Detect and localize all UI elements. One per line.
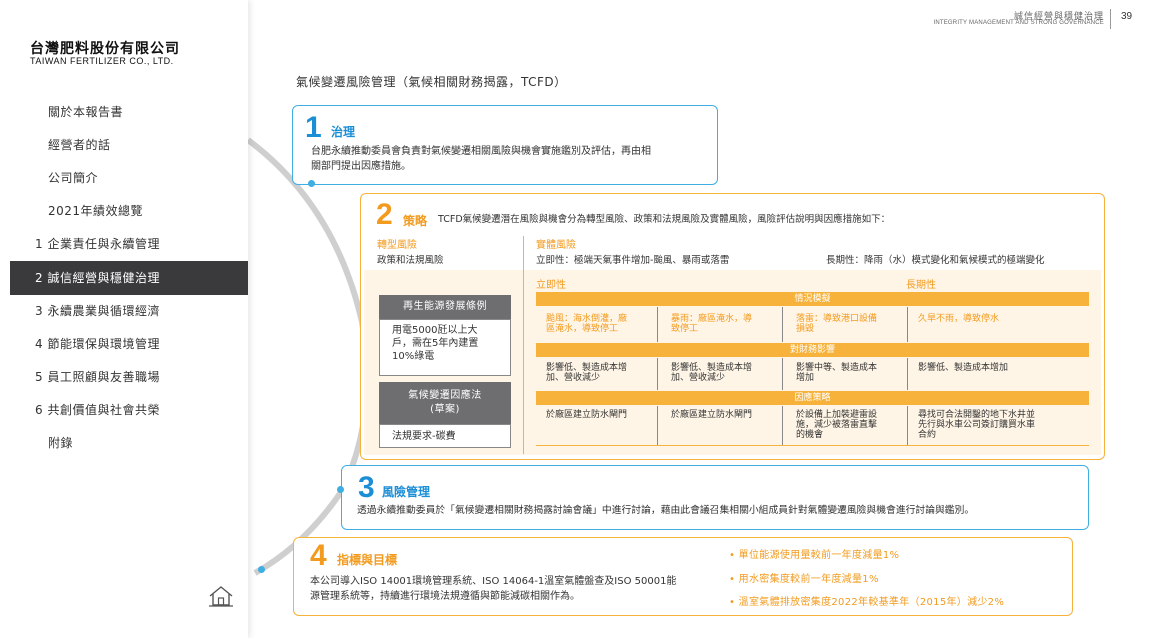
timeline-dot — [258, 566, 265, 573]
table-divider — [782, 406, 783, 445]
impact-lightning: 影響中等、製造成本增加 — [796, 363, 878, 383]
strategy-typhoon: 於廠區建立防水閘門 — [546, 410, 628, 420]
metrics-text-line-1: 本公司導入ISO 14001環境管理系統、ISO 14064-1溫室氣體盤查及I… — [310, 576, 677, 587]
header-section-subtitle: INTEGRITY MANAGEMENT AND STRONG GOVERNAN… — [933, 20, 1104, 26]
target-water: • 用水密集度較前一年度減量1% — [729, 574, 879, 585]
strategy-heavy-rain: 於廠區建立防水閘門 — [671, 410, 753, 420]
scenario-band: 情況模擬 — [536, 292, 1089, 306]
header-section-title: 誠信經營與穩健治理 — [1013, 12, 1104, 22]
scenario-drought: 久旱不雨，導致停水 — [918, 314, 1000, 324]
governance-text-line-2: 關部門提出因應措施。 — [311, 161, 411, 172]
table-divider — [782, 307, 783, 342]
impact-heavy-rain: 影響低、製造成本增加、營收減少 — [671, 363, 753, 383]
strategy-lightning: 於設備上加裝避雷設施，減少被落雷直擊的機會 — [796, 410, 878, 440]
metrics-title: 指標與目標 — [337, 553, 398, 567]
page-number: 39 — [1121, 11, 1133, 22]
page-title: 氣候變遷風險管理（氣候相關財務揭露，TCFD） — [296, 75, 567, 89]
nav-chapter-3[interactable]: 3 永續農業與循環經濟 — [35, 304, 160, 318]
impact-drought: 影響低、製造成本增加 — [918, 363, 1009, 373]
climate-act-body: 法規要求-碳費 — [379, 424, 511, 448]
table-divider — [657, 358, 658, 390]
target-ghg: • 溫室氣體排放密集度2022年較基準年（2015年）減少2% — [729, 597, 1005, 608]
chronic-risk-desc: 長期性：降雨（水）模式變化和氣候模式的極端變化 — [826, 255, 1045, 266]
transition-risk-desc: 政策和法規風險 — [377, 255, 444, 266]
climate-act-title: 氣候變遷因應法 — [408, 390, 482, 401]
table-divider — [657, 406, 658, 445]
renewable-energy-act-header: 再生能源發展條例 — [379, 295, 511, 319]
sidebar: 台灣肥料股份有限公司 TAIWAN FERTILIZER CO., LTD. 關… — [0, 0, 248, 638]
scenario-typhoon: 颱風：海水倒灌，廠區淹水，導致停工 — [546, 314, 628, 334]
risk-management-number: 3 — [358, 471, 375, 504]
table-divider — [907, 406, 908, 445]
nav-chapter-2[interactable]: 2 誠信經營與穩健治理 — [10, 261, 248, 295]
renewable-act-line-3: 10%綠電 — [392, 351, 435, 362]
acute-column-header: 立即性 — [536, 280, 566, 291]
nav-chapter-5[interactable]: 5 員工照顧與友善職場 — [35, 370, 160, 384]
impact-typhoon: 影響低、製造成本增加、營收減少 — [546, 363, 628, 383]
table-divider — [782, 358, 783, 390]
chronic-column-header: 長期性 — [906, 280, 936, 291]
risk-divider — [523, 236, 524, 454]
governance-box — [292, 105, 718, 185]
home-icon[interactable] — [208, 585, 234, 607]
logo-chinese: 台灣肥料股份有限公司 — [30, 41, 180, 57]
governance-title: 治理 — [331, 125, 356, 139]
risk-management-title: 風險管理 — [382, 485, 431, 499]
nav-company-profile[interactable]: 公司簡介 — [48, 171, 99, 185]
risk-management-box — [341, 465, 1089, 530]
strategy-title: 策略 — [403, 214, 428, 228]
renewable-energy-act-body: 用電5000瓩以上大 戶，需在5年內建置 10%綠電 — [379, 319, 511, 376]
header-divider — [1110, 9, 1111, 29]
nav-chapter-6[interactable]: 6 共創價值與社會共榮 — [35, 403, 160, 417]
nav-appendix[interactable]: 附錄 — [48, 436, 74, 450]
financial-impact-band: 對財務影響 — [536, 343, 1089, 357]
nav-chairman-message[interactable]: 經營者的話 — [48, 138, 111, 152]
scenario-lightning: 落雷：導致港口設備損毀 — [796, 314, 878, 334]
target-energy: • 單位能源使用量較前一年度減量1% — [729, 550, 900, 561]
nav-2021-performance[interactable]: 2021年績效總覽 — [48, 204, 144, 218]
table-divider — [907, 307, 908, 342]
physical-risk-title: 實體風險 — [536, 240, 576, 251]
strategy-number: 2 — [376, 198, 393, 231]
transition-risk-title: 轉型風險 — [377, 240, 417, 251]
renewable-act-line-1: 用電5000瓩以上大 — [392, 325, 478, 336]
timeline-dot — [308, 180, 315, 187]
table-divider — [657, 307, 658, 342]
risk-management-text: 透過永續推動委員於「氣候變遷相關財務揭露討論會議」中進行討論，藉由此會議召集相關… — [357, 505, 975, 516]
governance-number: 1 — [305, 111, 322, 144]
climate-act-draft-label: (草案) — [430, 404, 460, 415]
nav-chapter-1[interactable]: 1 企業責任與永續管理 — [35, 237, 160, 251]
strategy-drought: 尋找可合法開鑿的地下水井並先行與水車公司簽訂購買水車合約 — [918, 410, 1036, 440]
governance-text-line-1: 台肥永續推動委員會負責對氣候變遷相關風險與機會實施鑑別及評估，再由相 — [311, 146, 651, 157]
acute-risk-desc: 立即性：極端天氣事件增加-颱風、暴雨或落雷 — [536, 255, 730, 266]
response-strategy-band: 因應策略 — [536, 391, 1089, 405]
renewable-act-line-2: 戶，需在5年內建置 — [392, 338, 479, 349]
metrics-text-line-2: 源管理系統等，持續進行環境法規遵循與節能減碳相關作為。 — [310, 591, 580, 602]
metrics-targets-box — [293, 537, 1073, 616]
nav-chapter-4[interactable]: 4 節能環保與環境管理 — [35, 337, 160, 351]
logo-english: TAIWAN FERTILIZER CO., LTD. — [30, 56, 174, 66]
climate-act-header: 氣候變遷因應法 (草案) — [379, 382, 511, 424]
timeline-dot — [337, 486, 344, 493]
table-divider — [907, 358, 908, 390]
nav-about-report[interactable]: 關於本報告書 — [48, 105, 124, 119]
table-bottom-line — [536, 445, 1089, 446]
scenario-heavy-rain: 暴雨：廠區淹水，導致停工 — [671, 314, 753, 334]
strategy-description: TCFD氣候變遷潛在風險與機會分為轉型風險、政策和法規風險及實體風險，風險評估說… — [438, 214, 891, 225]
metrics-number: 4 — [310, 539, 327, 572]
